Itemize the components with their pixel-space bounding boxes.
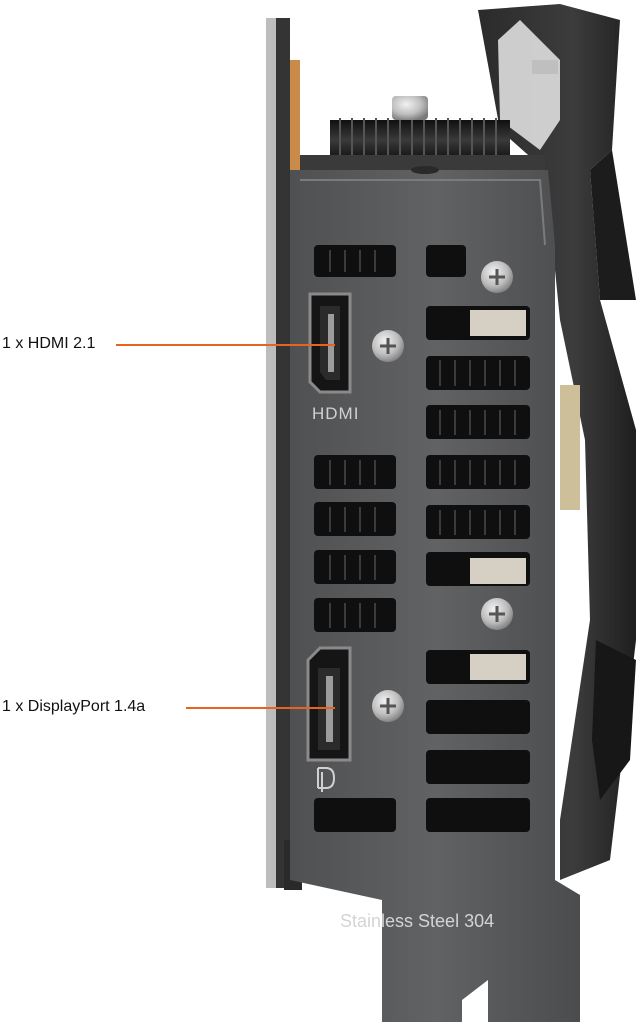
material-label: Stainless Steel 304: [340, 911, 495, 931]
displayport-callout-label: 1 x DisplayPort 1.4a: [2, 698, 146, 715]
top-heatsink: [300, 96, 545, 173]
displayport-port: [306, 646, 352, 762]
screw-icon: [372, 690, 404, 722]
hdmi-logo-text: HDMI: [312, 404, 360, 423]
bracket-vents: [314, 245, 530, 832]
hdmi-port: [308, 292, 352, 394]
cooler-shroud: [478, 4, 636, 880]
screw-icon: [481, 598, 513, 630]
screw-icon: [372, 330, 404, 362]
hdmi-callout-label: 1 x HDMI 2.1: [2, 335, 96, 352]
displayport-logo-icon: [317, 767, 336, 792]
pcb-edge: [266, 18, 302, 890]
screw-icon: [481, 261, 513, 293]
